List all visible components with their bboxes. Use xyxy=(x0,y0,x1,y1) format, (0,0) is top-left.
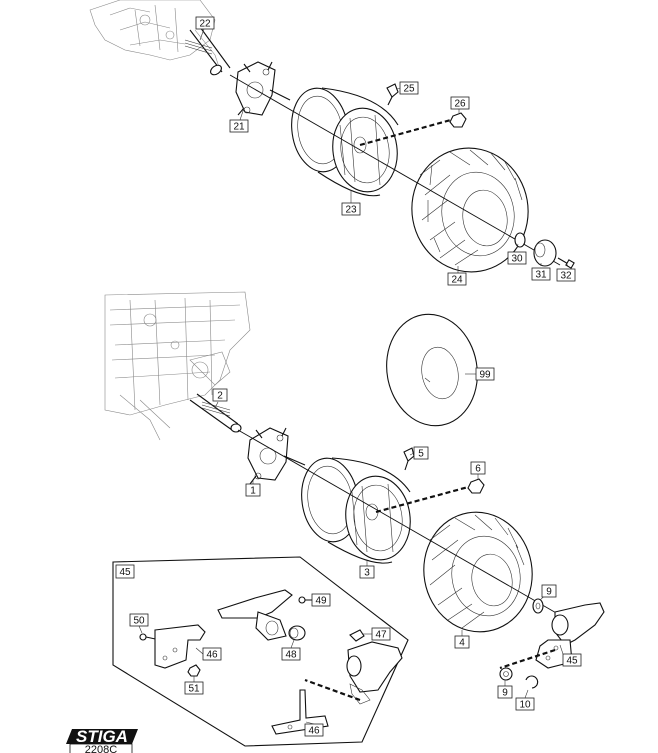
callout-1: 1 xyxy=(245,483,261,497)
svg-text:99: 99 xyxy=(479,370,491,381)
svg-text:STIGA: STIGA xyxy=(76,727,128,746)
callout-22: 22 xyxy=(195,16,215,30)
leader-lines xyxy=(138,28,568,725)
assembly-dashed-line xyxy=(499,648,556,670)
callout-45-inset-title: 45 xyxy=(115,564,135,579)
callout-49: 49 xyxy=(311,593,331,607)
svg-text:32: 32 xyxy=(560,271,572,282)
svg-text:22: 22 xyxy=(199,19,211,30)
mounting-plate-46a xyxy=(154,624,206,669)
callout-4: 4 xyxy=(454,635,470,649)
svg-text:46: 46 xyxy=(206,650,218,661)
callout-9-right: 9 xyxy=(541,584,557,598)
steering-arm-45 xyxy=(535,602,605,669)
callout-9-lower: 9 xyxy=(497,685,513,699)
svg-text:23: 23 xyxy=(345,205,357,216)
hub-cap-31 xyxy=(533,239,557,267)
callout-2: 2 xyxy=(212,388,228,402)
inner-tube-99 xyxy=(386,313,478,427)
callout-21: 21 xyxy=(229,119,249,133)
callout-46a: 46 xyxy=(202,647,222,661)
callout-26: 26 xyxy=(450,96,470,110)
valve-25 xyxy=(386,83,399,106)
stiga-logo: STIGA xyxy=(66,727,138,746)
wheel-nut-6 xyxy=(375,478,485,514)
callout-24: 24 xyxy=(447,272,467,286)
callout-99: 99 xyxy=(475,367,495,381)
inset-steering-knuckle xyxy=(346,641,403,705)
callout-47: 47 xyxy=(371,627,391,641)
callout-31: 31 xyxy=(531,267,551,281)
inset-dashed-line xyxy=(304,678,361,702)
nut-51 xyxy=(187,664,201,677)
svg-text:30: 30 xyxy=(511,254,523,265)
svg-text:45: 45 xyxy=(566,656,578,667)
diagram-code-label: 2208C xyxy=(69,743,133,753)
callout-5: 5 xyxy=(413,446,429,460)
svg-text:10: 10 xyxy=(519,700,531,711)
chassis-frame-bottom xyxy=(104,291,251,441)
wheel-nut-26 xyxy=(359,112,467,147)
tire-24 xyxy=(411,147,529,273)
svg-text:2208C: 2208C xyxy=(85,744,117,753)
axle-line-bottom xyxy=(237,429,566,619)
svg-text:4: 4 xyxy=(459,638,465,649)
callout-45: 45 xyxy=(562,653,582,667)
svg-text:45: 45 xyxy=(119,567,131,578)
callout-6: 6 xyxy=(470,461,486,475)
callout-23: 23 xyxy=(341,202,361,216)
svg-text:3: 3 xyxy=(364,568,370,579)
inset-frame xyxy=(112,556,409,747)
washer-30 xyxy=(514,232,526,248)
bushing-48 xyxy=(288,625,306,641)
svg-text:6: 6 xyxy=(475,464,481,475)
svg-text:1: 1 xyxy=(250,486,256,497)
callout-25: 25 xyxy=(399,81,419,95)
washer-9-right xyxy=(532,598,544,614)
hub-bracket-1 xyxy=(247,427,306,485)
chassis-fragment-top xyxy=(89,0,221,71)
svg-text:24: 24 xyxy=(451,275,463,286)
circlip-10 xyxy=(525,675,539,689)
grease-nipple-47 xyxy=(349,629,365,642)
svg-text:49: 49 xyxy=(315,596,327,607)
svg-text:26: 26 xyxy=(454,99,466,110)
bolt-32 xyxy=(557,257,575,269)
svg-text:9: 9 xyxy=(502,688,508,699)
callout-30: 30 xyxy=(507,251,527,265)
axle-shaft-22 xyxy=(184,26,231,76)
wheel-rim-3 xyxy=(301,457,411,564)
svg-text:21: 21 xyxy=(233,122,245,133)
valve-5 xyxy=(403,447,415,471)
wheel-rim-23 xyxy=(291,87,399,197)
mounting-plate-46b xyxy=(271,689,329,735)
callout-51: 51 xyxy=(184,681,204,695)
callout-32: 32 xyxy=(556,268,576,282)
svg-text:46: 46 xyxy=(308,726,320,737)
callout-3: 3 xyxy=(359,565,375,579)
callout-50: 50 xyxy=(129,613,149,627)
svg-text:2: 2 xyxy=(217,391,223,402)
svg-text:5: 5 xyxy=(418,449,424,460)
svg-text:47: 47 xyxy=(375,630,387,641)
svg-text:31: 31 xyxy=(535,270,547,281)
tire-4 xyxy=(423,511,533,633)
svg-text:48: 48 xyxy=(285,650,297,661)
callout-10: 10 xyxy=(515,697,535,711)
callout-48: 48 xyxy=(281,647,301,661)
svg-text:25: 25 xyxy=(403,84,415,95)
washer-9-lower xyxy=(499,667,513,681)
svg-text:51: 51 xyxy=(188,684,200,695)
hub-bracket-21 xyxy=(235,61,291,116)
callout-46b: 46 xyxy=(304,723,324,737)
svg-text:9: 9 xyxy=(546,587,552,598)
axle-line-top xyxy=(229,74,561,266)
svg-text:50: 50 xyxy=(133,616,145,627)
inset-arm-bracket xyxy=(217,589,293,641)
